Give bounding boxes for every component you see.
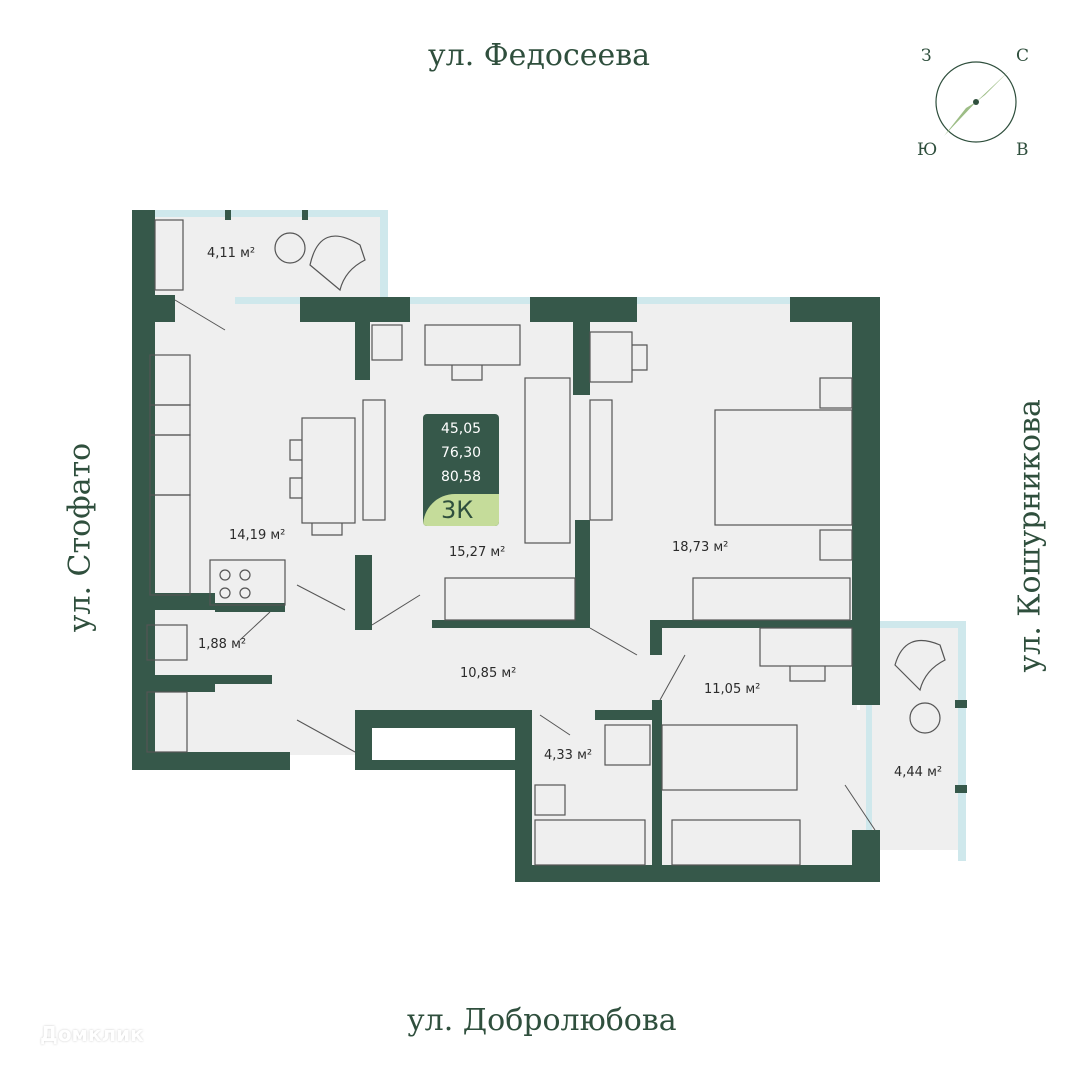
area-bedroom2: 11,05 м² — [704, 682, 761, 697]
area-bedroom1: 18,73 м² — [672, 540, 729, 555]
watermark: Домклик — [40, 1022, 144, 1046]
apartment-badge: 45,05 76,30 80,58 3К — [423, 414, 499, 526]
floor-area — [147, 215, 960, 870]
area-living: 15,27 м² — [449, 545, 506, 560]
compass-north: С — [1016, 46, 1030, 66]
compass-south: Ю — [917, 140, 938, 160]
living-area: 45,05 — [440, 421, 482, 437]
area-with-balcony: 80,58 — [440, 469, 482, 485]
area-wc: 1,88 м² — [198, 637, 247, 652]
street-top: ул. Федосеева — [428, 38, 651, 73]
apartment-type: 3К — [441, 496, 474, 524]
shaft — [372, 728, 515, 760]
area-bathroom: 4,33 м² — [544, 748, 593, 763]
windows — [155, 210, 966, 861]
walls — [132, 210, 967, 882]
compass-icon — [935, 61, 1017, 143]
area-kitchen: 14,19 м² — [229, 528, 286, 543]
street-bottom: ул. Добролюбова — [407, 1003, 677, 1038]
compass-west: З — [921, 46, 932, 66]
total-area: 76,30 — [440, 445, 482, 461]
furniture — [146, 219, 946, 866]
compass-east: В — [1016, 140, 1029, 160]
area-hall: 10,85 м² — [460, 666, 517, 681]
type-leaf: 3К — [423, 494, 499, 526]
doors — [174, 299, 876, 831]
area-balcony-top: 4,11 м² — [207, 246, 256, 261]
area-balcony-right: 4,44 м² — [894, 765, 943, 780]
